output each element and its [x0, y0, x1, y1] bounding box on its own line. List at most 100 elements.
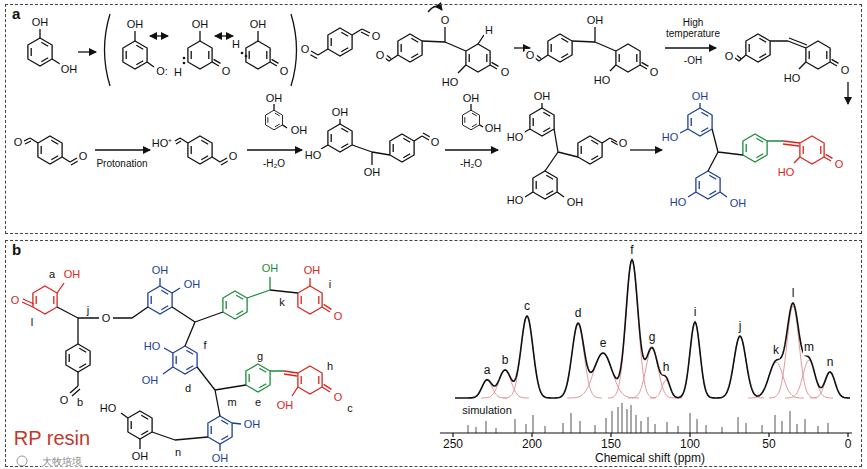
assignment-letter: m [226, 396, 237, 408]
quinoid-ring [188, 41, 212, 69]
peak-letter: f [629, 244, 634, 257]
resonance-arrow [150, 35, 168, 36]
axis-tick-label: 250 [442, 438, 464, 451]
arrow-label: -H₂O [262, 158, 286, 169]
dot [183, 62, 186, 65]
peak-letter: a [483, 364, 492, 377]
atom-label: OH [363, 166, 382, 178]
dot [241, 52, 244, 55]
arrow-label: -H₂O [459, 158, 483, 169]
peak-letter: l [791, 287, 796, 300]
assignment-letter: n [174, 446, 182, 458]
quinoid-ring [298, 366, 322, 394]
atom-label: OH [303, 264, 322, 276]
atom-label: O [834, 158, 845, 170]
reaction-arrow [630, 149, 662, 150]
blue-bonds [160, 103, 727, 451]
benzene-ring [66, 344, 90, 372]
atom-label: HO [661, 131, 680, 143]
benzene-ring [123, 41, 147, 69]
reaction-arrow [847, 82, 848, 104]
peak-letter: g [648, 332, 657, 345]
atom-label: O [375, 49, 386, 61]
atom-label: OH [566, 196, 585, 208]
atom-label: HO [783, 72, 802, 84]
curved-arrow [428, 6, 442, 12]
atom-label: HO [777, 166, 796, 178]
atom-label: HO [669, 196, 688, 208]
reaction-arrows [78, 6, 848, 150]
atom-label: HO [506, 194, 525, 206]
axis-title: Chemical shift (ppm) [594, 452, 706, 465]
benzene-ring [530, 108, 554, 136]
atom-label: O [649, 66, 660, 78]
atom-label: OH [533, 90, 552, 102]
quinoid-ring [806, 41, 830, 69]
assignment-letter: e [254, 396, 262, 408]
atom-label: HO [506, 131, 525, 143]
benzene-ring [188, 136, 212, 164]
watermark-icon [17, 456, 27, 466]
arrow-label: -OH [683, 55, 703, 66]
benzene-ring [128, 411, 152, 439]
assignment-letter: b [76, 396, 84, 408]
peak-letter: k [772, 345, 780, 358]
assignment-letter: a [48, 268, 56, 280]
atom-label: O [10, 294, 21, 306]
red-ring-group [33, 136, 824, 394]
atom-label: OH [126, 18, 145, 30]
benzene-ring [743, 134, 767, 162]
atom-label: OH [276, 399, 295, 411]
atom-label: OH [141, 374, 160, 386]
x-axis [440, 433, 852, 437]
atom-label: OH [331, 106, 350, 118]
atom-label: OH [290, 124, 309, 136]
atom-label: OH [261, 262, 280, 274]
atom-label: OH [131, 450, 150, 462]
atom-label: OH [265, 92, 284, 104]
assignment-letter: g [256, 350, 264, 362]
benzene-ring [173, 346, 197, 374]
atom-label: O [525, 49, 536, 61]
atom-label: O [300, 43, 311, 55]
atom-label: H [231, 38, 241, 50]
atom-label: O [228, 150, 239, 162]
peak-letter: m [803, 342, 815, 355]
panel-letter: a [12, 6, 20, 23]
structure-title: RP resin [13, 427, 91, 449]
quinoid-ring [466, 44, 490, 72]
simulation-sticks [468, 403, 828, 433]
atom-label: O [13, 136, 24, 148]
benzene-ring [328, 124, 352, 152]
benzene-ring [390, 134, 414, 162]
peak-letter: b [501, 354, 510, 367]
green-bonds [247, 141, 783, 371]
peak-letter: e [599, 337, 608, 350]
reaction-arrow [247, 149, 302, 150]
atom-label: OH [462, 92, 481, 104]
atom-label: OH [249, 18, 268, 30]
watermark-circle [17, 456, 27, 466]
green-ring-group [223, 134, 767, 392]
benzene-ring [266, 110, 283, 130]
benzene-ring [578, 136, 602, 164]
assignment-letter: h [326, 360, 334, 372]
axis-tick-label: 0 [844, 438, 853, 451]
atom-label: OH [484, 122, 503, 134]
arrow-label: High temperature [661, 17, 725, 39]
atom-label: O [333, 391, 344, 403]
benzene-ring [328, 28, 352, 56]
benzene-ring [28, 38, 52, 66]
peak-letter: d [574, 307, 583, 320]
benzene-ring [223, 291, 247, 319]
peak-letter: h [662, 361, 671, 374]
atom-label: O [440, 14, 451, 26]
dot [245, 55, 248, 58]
peak-letter: n [826, 356, 835, 369]
resonance-brackets [105, 14, 297, 86]
atom-label: O: [155, 65, 169, 77]
atom-label: OH [691, 90, 710, 102]
resonance-arrow [215, 35, 233, 36]
atom-label: OH [191, 18, 210, 30]
